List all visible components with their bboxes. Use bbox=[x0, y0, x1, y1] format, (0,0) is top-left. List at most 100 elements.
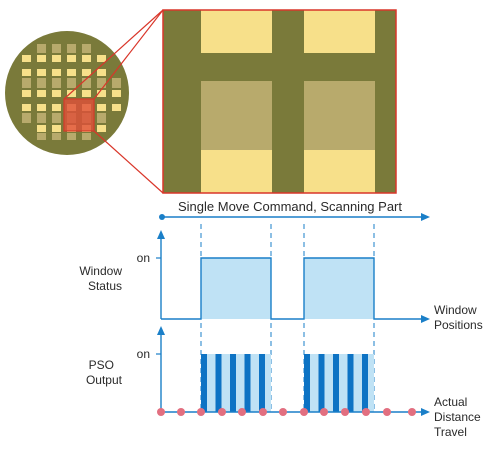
zoom-line-bottom bbox=[93, 130, 164, 194]
distance-markers bbox=[157, 408, 416, 416]
wafer-die-cell-12 bbox=[52, 69, 61, 76]
wafer-die-cell-48 bbox=[37, 133, 46, 140]
pso-pulse-train bbox=[201, 354, 368, 412]
wafer-die-cell-49 bbox=[52, 133, 61, 140]
wafer bbox=[5, 31, 129, 155]
command-arrow-head bbox=[421, 213, 430, 221]
window-status-plot: Window Status on Window Positions bbox=[79, 230, 483, 332]
die-top-left bbox=[201, 10, 272, 53]
distance-marker-1 bbox=[177, 408, 185, 416]
window-region-1 bbox=[201, 258, 271, 319]
wafer-die-cell-30 bbox=[22, 104, 31, 111]
wafer-die-cell-0 bbox=[37, 44, 46, 53]
wafer-die-cell-14 bbox=[82, 69, 91, 76]
wafer-die-cell-6 bbox=[52, 55, 61, 62]
wafer-die-cell-24 bbox=[37, 90, 46, 97]
pso-pulse-5 bbox=[304, 354, 310, 412]
pso-output-plot: PSO Output on Actual Distance Travel bbox=[86, 326, 481, 439]
wafer-die-cell-18 bbox=[52, 78, 61, 88]
wafer-die-cell-31 bbox=[37, 104, 46, 111]
die-bottom-left bbox=[201, 150, 272, 193]
wafer-die-cell-4 bbox=[22, 55, 31, 62]
wafer-die-cell-23 bbox=[22, 90, 31, 97]
command-arrow-start-dot bbox=[159, 214, 165, 220]
die-mid-left bbox=[201, 81, 272, 150]
window-status-y-arrowhead bbox=[157, 230, 165, 239]
wafer-highlight-region bbox=[63, 98, 95, 132]
distance-marker-5 bbox=[259, 408, 267, 416]
window-status-label-line1: Window bbox=[79, 264, 122, 278]
window-region-2 bbox=[304, 258, 374, 319]
wafer-die-cell-1 bbox=[52, 44, 61, 53]
die-bottom-right bbox=[304, 150, 375, 193]
wafer-die-cell-32 bbox=[52, 104, 61, 111]
wafer-die-cell-35 bbox=[97, 104, 106, 111]
window-positions-label-line1: Window bbox=[434, 303, 477, 317]
wafer-die-cell-50 bbox=[67, 133, 76, 140]
pso-output-y-arrowhead bbox=[157, 326, 165, 335]
distance-marker-12 bbox=[408, 408, 416, 416]
actual-distance-label-line3: Travel bbox=[434, 425, 467, 439]
die-top-right bbox=[304, 10, 375, 53]
distance-marker-11 bbox=[383, 408, 391, 416]
pso-pulse-4 bbox=[259, 354, 265, 412]
distance-marker-2 bbox=[197, 408, 205, 416]
wafer-die-cell-37 bbox=[22, 113, 31, 123]
wafer-die-cell-36 bbox=[112, 104, 121, 111]
wafer-die-cell-7 bbox=[67, 55, 76, 62]
wafer-die-cell-8 bbox=[82, 55, 91, 62]
wafer-die-cell-22 bbox=[112, 78, 121, 88]
wafer-die-cell-13 bbox=[67, 69, 76, 76]
wafer-die-cell-43 bbox=[37, 125, 46, 132]
pso-output-on-label: on bbox=[137, 347, 150, 361]
pso-pulse-7 bbox=[333, 354, 339, 412]
wafer-die-cell-20 bbox=[82, 78, 91, 88]
wafer-die-cell-27 bbox=[82, 90, 91, 97]
window-status-on-label: on bbox=[137, 251, 150, 265]
wafer-die-cell-15 bbox=[97, 69, 106, 76]
wafer-die-cell-9 bbox=[97, 55, 106, 62]
wafer-die-cell-28 bbox=[97, 90, 106, 97]
wafer-die-cell-51 bbox=[82, 133, 91, 140]
wafer-die-cell-38 bbox=[37, 113, 46, 123]
actual-distance-label-line1: Actual bbox=[434, 395, 467, 409]
distance-marker-3 bbox=[218, 408, 226, 416]
zoom-panel-border bbox=[162, 9, 397, 194]
wafer-die-cell-25 bbox=[52, 90, 61, 97]
distance-marker-6 bbox=[279, 408, 287, 416]
command-label: Single Move Command, Scanning Part bbox=[178, 199, 402, 214]
die-mid-right bbox=[304, 81, 375, 150]
wafer-die-cell-44 bbox=[52, 125, 61, 132]
wafer-die-cell-17 bbox=[37, 78, 46, 88]
pso-pulse-9 bbox=[362, 354, 368, 412]
pso-pulse-1 bbox=[215, 354, 222, 412]
zoomed-die-panel bbox=[162, 9, 397, 194]
window-positions-label-line2: Positions bbox=[434, 318, 483, 332]
distance-marker-9 bbox=[341, 408, 349, 416]
actual-distance-label-line2: Distance bbox=[434, 410, 481, 424]
wafer-die-cell-3 bbox=[82, 44, 91, 53]
wafer-die-cell-2 bbox=[67, 44, 76, 53]
zoom-connector-lines bbox=[63, 9, 164, 194]
wafer-die-cell-19 bbox=[67, 78, 76, 88]
pso-output-x-arrowhead bbox=[421, 408, 430, 416]
pso-output-label-line2: Output bbox=[86, 373, 123, 387]
pso-pulse-3 bbox=[244, 354, 251, 412]
wafer-die-cell-26 bbox=[67, 90, 76, 97]
wafer-die-cell-29 bbox=[112, 90, 121, 97]
wafer-die-cell-47 bbox=[97, 125, 106, 132]
wafer-die-cell-39 bbox=[52, 113, 61, 123]
wafer-die-cell-42 bbox=[97, 113, 106, 123]
window-status-signal bbox=[161, 257, 424, 320]
pso-pulse-8 bbox=[347, 354, 354, 412]
zoom-line-top bbox=[63, 9, 164, 100]
distance-marker-7 bbox=[300, 408, 308, 416]
pso-pulse-2 bbox=[230, 354, 236, 412]
zoom-line-top-right bbox=[93, 9, 164, 100]
command-arrow: Single Move Command, Scanning Part bbox=[159, 199, 430, 221]
window-status-label-line2: Status bbox=[88, 279, 122, 293]
wafer-die-cell-5 bbox=[37, 55, 46, 62]
distance-marker-8 bbox=[320, 408, 328, 416]
